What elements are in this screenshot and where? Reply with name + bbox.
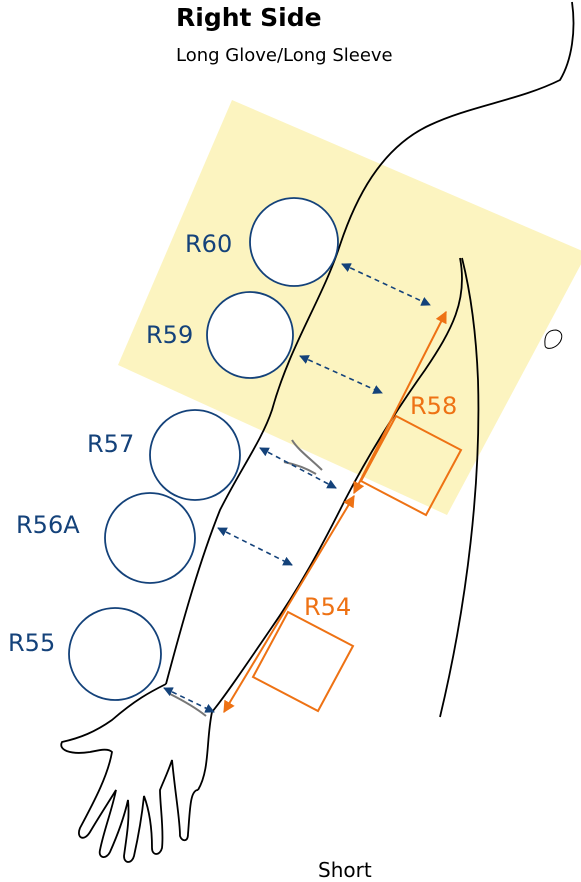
circumference-arrow-r55: [163, 687, 215, 713]
label-r54: R54: [304, 593, 351, 621]
diagram-title: Right Side: [176, 3, 322, 32]
square-r54: [251, 610, 355, 713]
label-r57: R57: [87, 430, 134, 458]
label-r55: R55: [8, 629, 55, 657]
fold-mark: [544, 329, 563, 349]
circle-r57: [149, 409, 241, 501]
circle-r56a: [104, 492, 196, 584]
square-r58: [359, 414, 463, 517]
torso-side-outline: [439, 257, 480, 718]
label-r56a: R56A: [16, 511, 80, 539]
circumference-arrow-r60: [341, 263, 431, 306]
footer-label: Short: [318, 858, 372, 882]
diagram-subtitle: Long Glove/Long Sleeve: [176, 45, 393, 66]
hand-outline: [60, 683, 199, 863]
circle-r60: [249, 197, 339, 287]
length-arrow-r54: [223, 494, 355, 714]
length-arrow-r58: [353, 310, 447, 495]
circle-r55: [68, 607, 162, 701]
label-r58: R58: [410, 392, 457, 420]
label-r59: R59: [146, 321, 193, 349]
elbow-crease-2: [283, 461, 317, 475]
long-sleeve-zone: [118, 100, 581, 515]
circumference-arrow-r56a: [217, 527, 293, 566]
label-r60: R60: [185, 230, 232, 258]
circle-r59: [206, 291, 294, 379]
